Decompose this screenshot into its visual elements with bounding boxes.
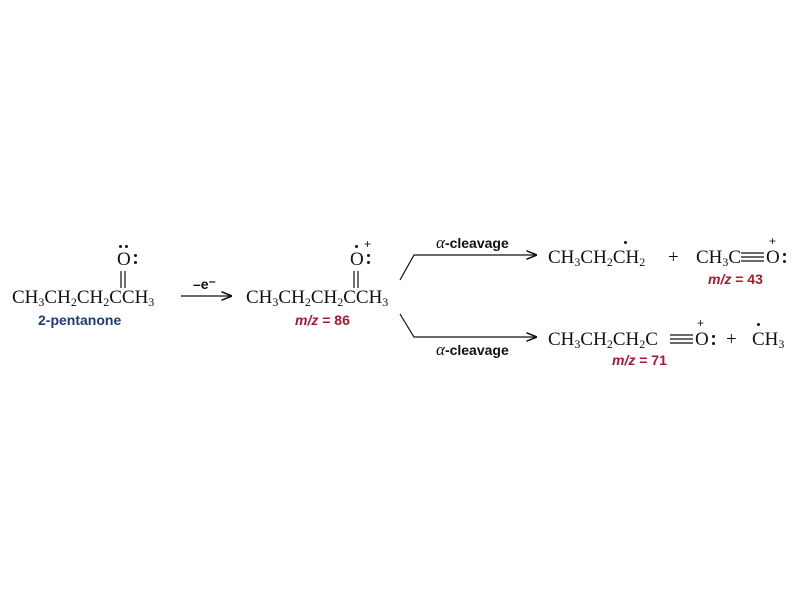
top-product2-lone-pair-dot (783, 260, 786, 263)
bottom-product1-lone-pair-dot (712, 342, 715, 345)
top-branch-label: α-cleavage (436, 233, 509, 252)
reactant-lone-pair-dot (134, 254, 137, 257)
top-product1-radical-dot (624, 241, 627, 244)
radical-cation-charge: + (364, 237, 372, 251)
reactant-lone-pair-dot (125, 245, 128, 248)
reactant-formula: CH3CH2CH2CCH3 (12, 287, 155, 309)
bottom-product2-radical-dot (757, 323, 760, 326)
bottom-product1-mz: m/z = 71 (612, 352, 667, 368)
bottom-branch-arrow (399, 313, 536, 337)
radical-cation-lone-pair-dot (367, 261, 370, 264)
reactant-lone-pair-dot (134, 261, 137, 264)
radical-cation-lone-pair-dot (367, 254, 370, 257)
bottom-branch-label: α-cleavage (436, 340, 509, 359)
top-product2-mz: m/z = 43 (708, 271, 763, 287)
top-product2-formula: CH3C (696, 247, 742, 269)
reactant-name: 2-pentanone (38, 312, 122, 328)
bottom-product1-formula: CH3CH2CH2C (548, 329, 658, 351)
bottom-product1-charge: + (697, 316, 705, 330)
top-product1-formula: CH3CH2CH2 (548, 247, 646, 269)
radical-cation-dot (355, 245, 358, 248)
reactant-carbonyl-oxygen: O (117, 249, 131, 270)
bottom-product2-formula: CH3 (752, 329, 785, 351)
radical-cation-oxygen: O (350, 249, 364, 270)
radical-cation-formula: CH3CH2CH2CCH3 (246, 287, 389, 309)
top-plus: + (668, 247, 679, 268)
radical-cation-mz: m/z = 86 (295, 312, 350, 328)
top-product2-lone-pair-dot (783, 253, 786, 256)
top-product2-charge: + (769, 234, 777, 248)
bottom-product1-lone-pair-dot (712, 335, 715, 338)
top-branch-arrow (399, 255, 536, 281)
top-product2-oxygen: O (766, 247, 780, 268)
bottom-product1-oxygen: O (695, 329, 709, 350)
reactant-lone-pair-dot (119, 245, 122, 248)
bottom-plus: + (726, 329, 737, 350)
step1-reagent: –e⁻ (193, 276, 216, 292)
